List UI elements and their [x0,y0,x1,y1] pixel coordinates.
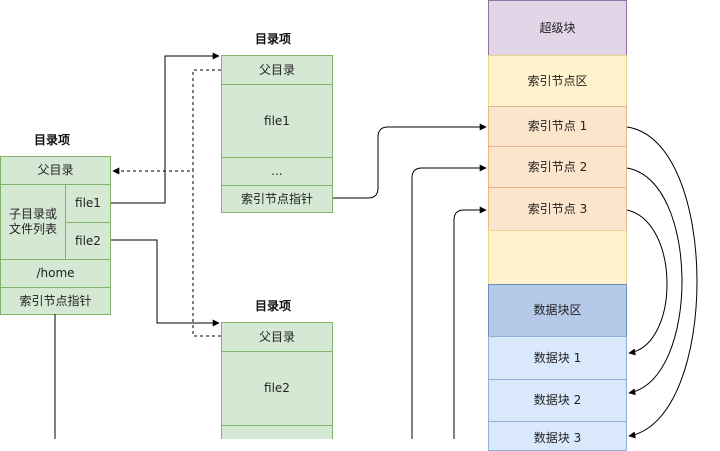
inode-area-free [488,230,627,285]
bottom-dir-title: 目录项 [255,299,292,313]
inode-3[interactable]: 索引节点 3 [488,187,627,231]
arrow-file1-to-top-dir [111,52,220,204]
superblock[interactable]: 超级块 [488,0,627,56]
bottom-dir-entry: 父目录 file2 [221,322,333,439]
data-block-1[interactable]: 数据块 1 [488,336,627,380]
inode-1[interactable]: 索引节点 1 [488,106,627,147]
arrow-to-inode3 [453,206,487,439]
data-area-label: 数据块区 [488,284,627,337]
arrow-top-parent-to-left-parent [112,69,221,175]
arrow-top-inode-to-inode1 [333,123,487,199]
bottom-next-cell [221,425,333,439]
top-file1[interactable]: file1 [221,84,333,158]
left-home[interactable]: /home [0,259,111,288]
top-dir-title: 目录项 [255,32,292,46]
data-block-2[interactable]: 数据块 2 [488,379,627,422]
top-inode-pointer[interactable]: 索引节点指针 [221,185,333,213]
inode-2[interactable]: 索引节点 2 [488,146,627,188]
connector-lines [54,52,698,439]
left-dir-title: 目录项 [34,133,71,147]
bottom-parent-dir[interactable]: 父目录 [221,322,333,352]
arrow-inode3-to-data1 [626,209,668,356]
left-dir-entry: 父目录 子目录或 文件列表 file1 file2 /home 索引节点指针 [0,156,111,315]
bottom-file2[interactable]: file2 [221,351,333,426]
arrow-file2-to-bottom-dir [111,239,220,327]
top-dir-entry: 父目录 file1 ... 索引节点指针 [221,55,333,213]
left-file1[interactable]: file1 [65,184,111,223]
dashed-bottom-parent [192,171,221,337]
inode-area-label: 索引节点区 [488,55,627,107]
left-inode-pointer[interactable]: 索引节点指针 [0,287,111,315]
left-file2[interactable]: file2 [65,222,111,260]
arrow-inode2-to-data2 [626,167,683,396]
arrow-inode1-to-data3 [626,126,698,439]
arrow-to-inode2 [411,164,487,439]
